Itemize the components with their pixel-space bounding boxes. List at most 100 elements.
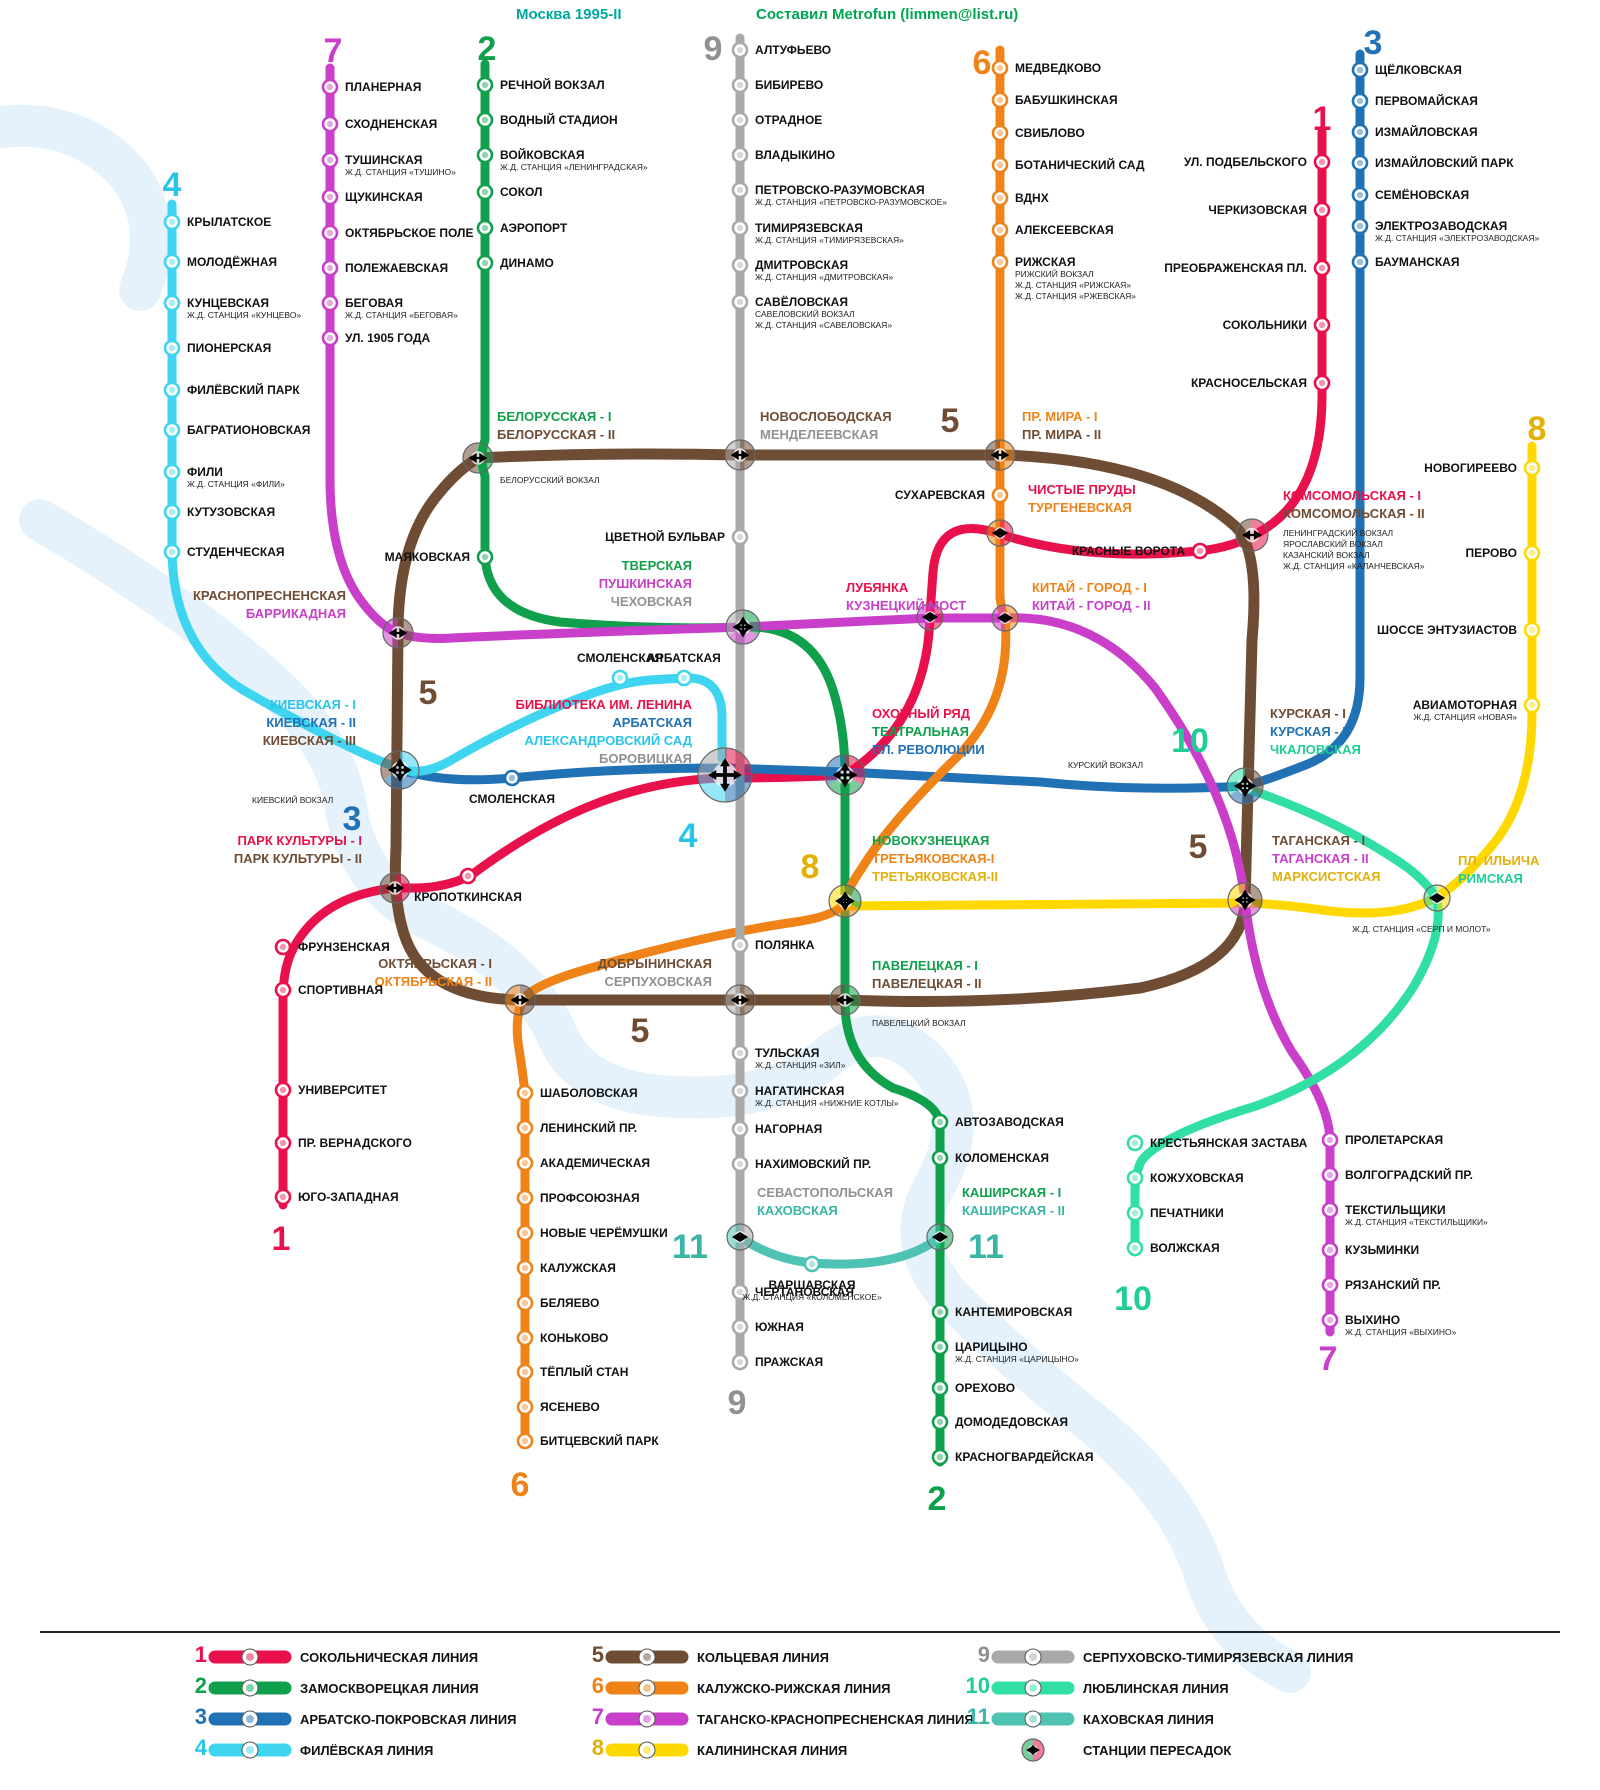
station: ЮЖНАЯ <box>731 1318 804 1336</box>
map-title: Москва 1995-II <box>516 6 622 23</box>
line-number-badge: 9 <box>704 30 723 68</box>
hub-station-label: БОРОВИЦКАЯ <box>599 751 692 766</box>
legend-line-number: 4 <box>195 1735 208 1760</box>
station: ЦВЕТНОЙ БУЛЬВАР <box>605 528 749 546</box>
station: БИТЦЕВСКИЙ ПАРК <box>516 1432 659 1450</box>
station-note: Ж.Д. СТАНЦИЯ «ТУШИНО» <box>345 167 456 177</box>
station-label: СМОЛЕНСКАЯ <box>577 651 663 665</box>
legend-line-number: 2 <box>195 1673 207 1698</box>
station-note: Ж.Д. СТАНЦИЯ «ТЕКСТИЛЬЩИКИ» <box>1345 1217 1488 1227</box>
station-label: УЛ. ПОДБЕЛЬСКОГО <box>1184 155 1307 169</box>
line-number-badge: 7 <box>324 32 343 70</box>
legend-label: ФИЛЁВСКАЯ ЛИНИЯ <box>300 1743 433 1758</box>
station-note: ЯРОСЛАВСКИЙ ВОКЗАЛ <box>1283 538 1383 549</box>
station-label: ДМИТРОВСКАЯ <box>755 258 848 272</box>
hub-station-label: ЧКАЛОВСКАЯ <box>1270 742 1361 757</box>
hub-station-label: ПАРК КУЛЬТУРЫ - I <box>237 833 362 848</box>
line-number-badge: 8 <box>801 848 820 886</box>
legend-label: ТАГАНСКО-КРАСНОПРЕСНЕНСКАЯ ЛИНИЯ <box>697 1712 974 1727</box>
station-label: АКАДЕМИЧЕСКАЯ <box>540 1156 650 1170</box>
station: НАХИМОВСКИЙ ПР. <box>731 1155 871 1173</box>
station-label: ПР. ВЕРНАДСКОГО <box>298 1136 412 1150</box>
station-note: КУРСКИЙ ВОКЗАЛ <box>1068 759 1143 770</box>
station: УЛ. ПОДБЕЛЬСКОГО <box>1184 153 1331 171</box>
station-label: НАГОРНАЯ <box>755 1122 822 1136</box>
hub-station-label: МЕНДЕЛЕЕВСКАЯ <box>760 427 878 442</box>
station: УНИВЕРСИТЕТ <box>274 1081 388 1099</box>
station-note: КИЕВСКИЙ ВОКЗАЛ <box>252 794 333 805</box>
station-label: БИБИРЕВО <box>755 78 823 92</box>
station-note: Ж.Д. СТАНЦИЯ «ВЫХИНО» <box>1345 1327 1457 1337</box>
station: МЕДВЕДКОВО <box>991 59 1101 77</box>
station-label: АВИАМОТОРНАЯ <box>1413 698 1517 712</box>
station-label: БАГРАТИОНОВСКАЯ <box>187 423 310 437</box>
station-label: ЯСЕНЕВО <box>540 1400 600 1414</box>
station: АЛТУФЬЕВО <box>731 41 831 59</box>
station-label: ПРОФСОЮЗНАЯ <box>540 1191 640 1205</box>
hub-station-label: ПАРК КУЛЬТУРЫ - II <box>234 851 362 866</box>
hub-station-label: ЧЕХОВСКАЯ <box>611 594 692 609</box>
station-label: НОВОГИРЕЕВО <box>1424 461 1517 475</box>
transfer-hub <box>462 442 494 474</box>
station: ПЕРВОМАЙСКАЯ <box>1351 92 1478 110</box>
line-number-badge: 5 <box>419 674 438 712</box>
transfer-hub <box>382 617 414 649</box>
station-note: Ж.Д. СТАНЦИЯ «ПЕТРОВСКО-РАЗУМОВСКОЕ» <box>755 197 947 207</box>
legend-label: СТАНЦИИ ПЕРЕСАДОК <box>1083 1743 1231 1758</box>
hub-station-label: РИМСКАЯ <box>1458 871 1523 886</box>
station: ЮГО-ЗАПАДНАЯ <box>274 1188 399 1206</box>
hub-station-label: БАРРИКАДНАЯ <box>246 606 346 621</box>
hub-station-label: КУЗНЕЦКИЙ МОСТ <box>846 598 966 613</box>
station-label: ТЕКСТИЛЬЩИКИ <box>1345 1203 1446 1217</box>
station-label: СПОРТИВНАЯ <box>298 983 383 997</box>
station-label: ВОЛГОГРАДСКИЙ ПР. <box>1345 1167 1473 1182</box>
station: КРАСНЫЕ ВОРОТА <box>1072 542 1209 560</box>
station-label: ЦВЕТНОЙ БУЛЬВАР <box>605 529 725 544</box>
station: АЭРОПОРТ <box>476 219 568 237</box>
station-label: ЩЁЛКОВСКАЯ <box>1375 62 1462 77</box>
station-label: ВОЙКОВСКАЯ <box>500 147 584 162</box>
transfer-hub <box>828 884 862 918</box>
station-note: РИЖСКИЙ ВОКЗАЛ <box>1015 268 1094 279</box>
station-label: СТУДЕНЧЕСКАЯ <box>187 545 285 559</box>
transfer-arrow-icon <box>1242 530 1262 540</box>
station: ФРУНЗЕНСКАЯ <box>274 938 390 956</box>
hub-station-label: ПУШКИНСКАЯ <box>599 576 692 591</box>
transfer-arrow-icon <box>835 995 855 1005</box>
station: ВЛАДЫКИНО <box>731 146 835 164</box>
station: АКАДЕМИЧЕСКАЯ <box>516 1154 650 1172</box>
hub-station-label: БЕЛОРУССКАЯ - II <box>497 427 615 442</box>
station-label: БАУМАНСКАЯ <box>1375 255 1459 269</box>
metro-line-4 <box>167 199 727 776</box>
hub-station-label: КАШИРСКАЯ - II <box>962 1203 1065 1218</box>
metro-line-1 <box>278 127 1327 1210</box>
station: ОКТЯБРЬСКОЕ ПОЛЕ <box>321 224 473 242</box>
station-note: Ж.Д. СТАНЦИЯ «НОВАЯ» <box>1413 712 1517 722</box>
station-label: ПЕЧАТНИКИ <box>1150 1206 1224 1220</box>
transfer-hub <box>829 984 861 1016</box>
line-number-badge: 11 <box>672 1228 708 1266</box>
river <box>19 499 1311 1693</box>
station-label: ФИЛЁВСКИЙ ПАРК <box>187 382 300 397</box>
station-label: ЮГО-ЗАПАДНАЯ <box>298 1190 399 1204</box>
line-number-badge: 8 <box>1528 410 1547 448</box>
station-note: Ж.Д. СТАНЦИЯ «ЛЕНИНГРАДСКАЯ» <box>500 162 648 172</box>
station-label: НОВЫЕ ЧЕРЁМУШКИ <box>540 1225 668 1240</box>
station-label: РИЖСКАЯ <box>1015 255 1075 269</box>
line-number-badge: 2 <box>478 30 497 68</box>
station-label: ТИМИРЯЗЕВСКАЯ <box>755 221 863 235</box>
station-label: ЮЖНАЯ <box>755 1320 804 1334</box>
legend-line-number: 10 <box>966 1673 990 1698</box>
station-label: ВЛАДЫКИНО <box>755 148 835 162</box>
station-label: РЯЗАНСКИЙ ПР. <box>1345 1277 1441 1292</box>
